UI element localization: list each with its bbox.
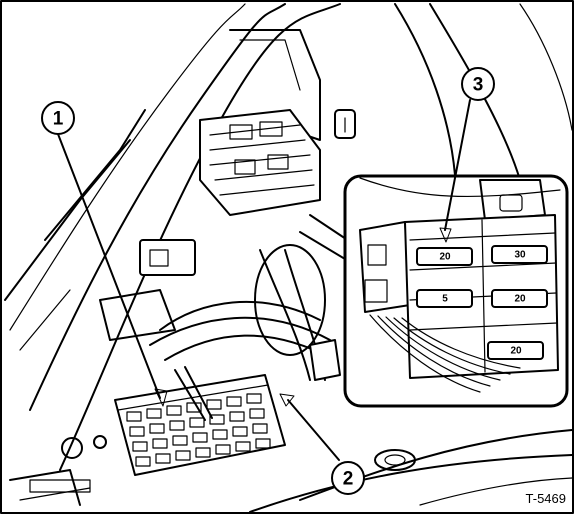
vehicle-body-structure [4, 3, 573, 513]
inset-fuse-blades [416, 245, 548, 360]
callout-2: 2 [331, 461, 365, 495]
callout-3: 3 [461, 67, 495, 101]
callout-label-1: 1 [53, 109, 64, 130]
callout-circle [461, 67, 495, 101]
fuse-rating-5: 20 [510, 346, 522, 357]
callout-circle [41, 101, 75, 135]
fuse-blade-3 [416, 289, 473, 308]
callout-label-3: 3 [473, 75, 484, 96]
fuse-blade-1 [416, 247, 473, 266]
callout-circle [331, 461, 365, 495]
leader-arrowhead-3 [439, 227, 452, 243]
fuse-slot-grid [126, 393, 271, 467]
fuse-blade-2 [491, 245, 548, 264]
leader-arrowhead-2 [279, 393, 295, 407]
fuse-rating-2: 30 [514, 250, 526, 261]
main-fuse-box [114, 366, 286, 476]
callout-leaders [57, 99, 471, 461]
figure-code: T-5469 [526, 491, 566, 506]
callout-label-2: 2 [343, 469, 354, 490]
fuse-rating-3: 5 [442, 294, 448, 305]
leader-line-1 [57, 133, 161, 399]
callout-1: 1 [41, 101, 75, 135]
leader-line-2 [287, 399, 340, 461]
inset-detail-view: 20 30 5 20 20 [299, 174, 569, 408]
leader-arrowhead-1 [154, 388, 168, 407]
fuse-blade-4 [491, 289, 548, 308]
fuse-rating-1: 20 [439, 252, 451, 263]
fuse-blade-5 [487, 341, 544, 360]
leader-line-3 [444, 99, 471, 231]
fuse-rating-4: 20 [514, 294, 526, 305]
